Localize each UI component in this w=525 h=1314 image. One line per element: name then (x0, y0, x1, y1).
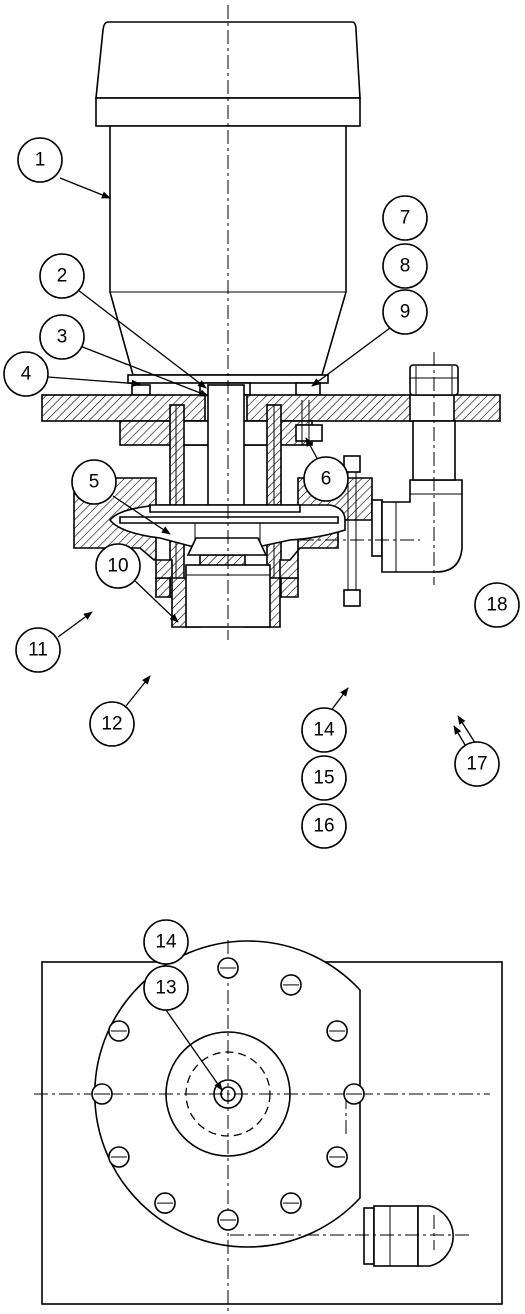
callout-5: 5 (71, 459, 117, 505)
pump-casing (73, 477, 373, 628)
plan-view (34, 940, 503, 1312)
side-section-view (41, 5, 501, 640)
callout-3: 3 (39, 314, 85, 360)
svg-text:12: 12 (101, 714, 122, 735)
leader-lines (47, 177, 487, 1091)
callout-15: 15 (301, 755, 347, 801)
discharge-elbow-plan (363, 1205, 454, 1267)
callout-11: 11 (15, 627, 61, 673)
callout-16: 16 (301, 803, 347, 849)
svg-text:15: 15 (313, 768, 334, 789)
callout-12: 12 (89, 701, 135, 747)
svg-text:3: 3 (57, 327, 68, 348)
svg-text:13: 13 (155, 978, 176, 999)
svg-text:16: 16 (313, 816, 334, 837)
svg-text:11: 11 (28, 640, 48, 661)
svg-text:18: 18 (486, 595, 507, 616)
callout-14-side: 14 (301, 707, 347, 753)
casing-bolt (343, 455, 361, 607)
svg-text:14: 14 (313, 720, 335, 741)
callout-17: 17 (454, 741, 500, 787)
callout-4: 4 (3, 351, 49, 397)
svg-text:6: 6 (321, 469, 332, 490)
callout-6: 6 (303, 456, 349, 502)
svg-text:14: 14 (155, 932, 177, 953)
callout-13: 13 (143, 965, 189, 1011)
callout-10: 10 (95, 543, 141, 589)
callout-2: 2 (39, 253, 85, 299)
discharge-piping (371, 364, 463, 573)
svg-text:2: 2 (57, 266, 68, 287)
callout-18: 18 (474, 582, 520, 628)
svg-text:17: 17 (466, 754, 487, 775)
svg-text:10: 10 (107, 556, 128, 577)
svg-text:9: 9 (400, 302, 411, 323)
callout-9: 9 (382, 289, 428, 335)
callout-7: 7 (382, 195, 428, 241)
callout-14-plan: 14 (143, 919, 189, 965)
svg-text:1: 1 (35, 150, 46, 171)
svg-text:7: 7 (400, 208, 411, 229)
callouts: 1 2 3 4 5 6 7 8 9 10 11 12 13 14 14 15 1… (3, 137, 520, 1011)
motor (95, 21, 361, 384)
svg-text:5: 5 (89, 472, 100, 493)
callout-8: 8 (382, 243, 428, 289)
casing-bolt-heads (91, 957, 365, 1231)
callout-1: 1 (17, 137, 63, 183)
svg-text:4: 4 (21, 364, 32, 385)
svg-text:8: 8 (400, 256, 411, 277)
